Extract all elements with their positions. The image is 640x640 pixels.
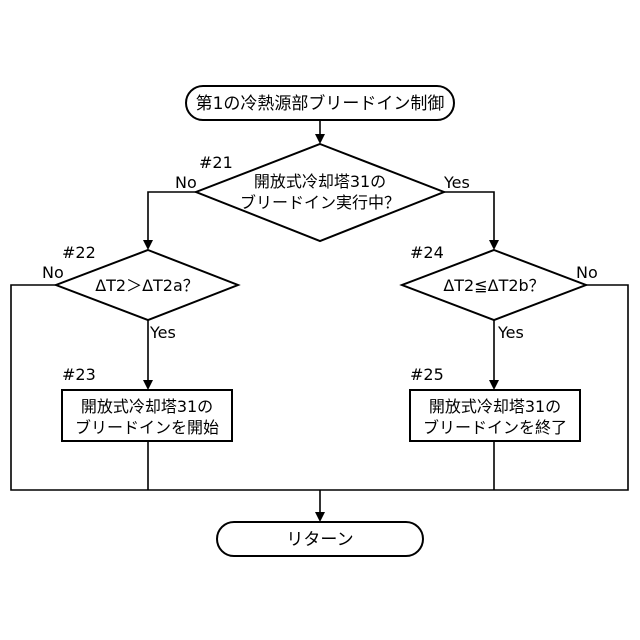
decision-24-no: No xyxy=(576,263,598,282)
decision-21-line1: 開放式冷却塔31の xyxy=(254,172,386,191)
process-23-line2: ブリードインを開始 xyxy=(75,418,219,437)
decision-22-yes: Yes xyxy=(149,323,176,342)
arrowhead-25 xyxy=(489,380,499,390)
step-21-label: #21 xyxy=(199,153,233,172)
connector-21-yes-to-24 xyxy=(444,192,494,242)
connector-24-no-bypass xyxy=(320,285,628,490)
decision-21-line2: ブリードイン実行中？ xyxy=(240,193,400,212)
arrowhead-end xyxy=(315,512,325,522)
connector-21-no-to-22 xyxy=(148,192,196,242)
decision-24-label: ΔT2≦ΔT2b？ xyxy=(443,276,544,295)
decision-22-no: No xyxy=(42,263,64,282)
step-23-label: #23 xyxy=(62,365,96,384)
arrowhead-22 xyxy=(143,240,153,250)
arrowhead-23 xyxy=(143,380,153,390)
process-25-line1: 開放式冷却塔31の xyxy=(429,397,561,416)
decision-22-label: ΔT2＞ΔT2a？ xyxy=(95,276,199,295)
end-label: リターン xyxy=(286,530,353,550)
process-25-line2: ブリードインを終了 xyxy=(423,418,567,437)
start-label: 第1の冷熱源部ブリードイン制御 xyxy=(196,93,445,114)
decision-21-no: No xyxy=(175,173,197,192)
step-24-label: #24 xyxy=(410,243,444,262)
connector-22-no-bypass xyxy=(11,285,320,490)
arrowhead-21 xyxy=(315,134,325,144)
step-25-label: #25 xyxy=(410,365,444,384)
decision-24-yes: Yes xyxy=(497,323,524,342)
process-23-line1: 開放式冷却塔31の xyxy=(81,397,213,416)
arrowhead-24 xyxy=(489,240,499,250)
step-22-label: #22 xyxy=(62,243,96,262)
decision-21-yes: Yes xyxy=(443,173,470,192)
